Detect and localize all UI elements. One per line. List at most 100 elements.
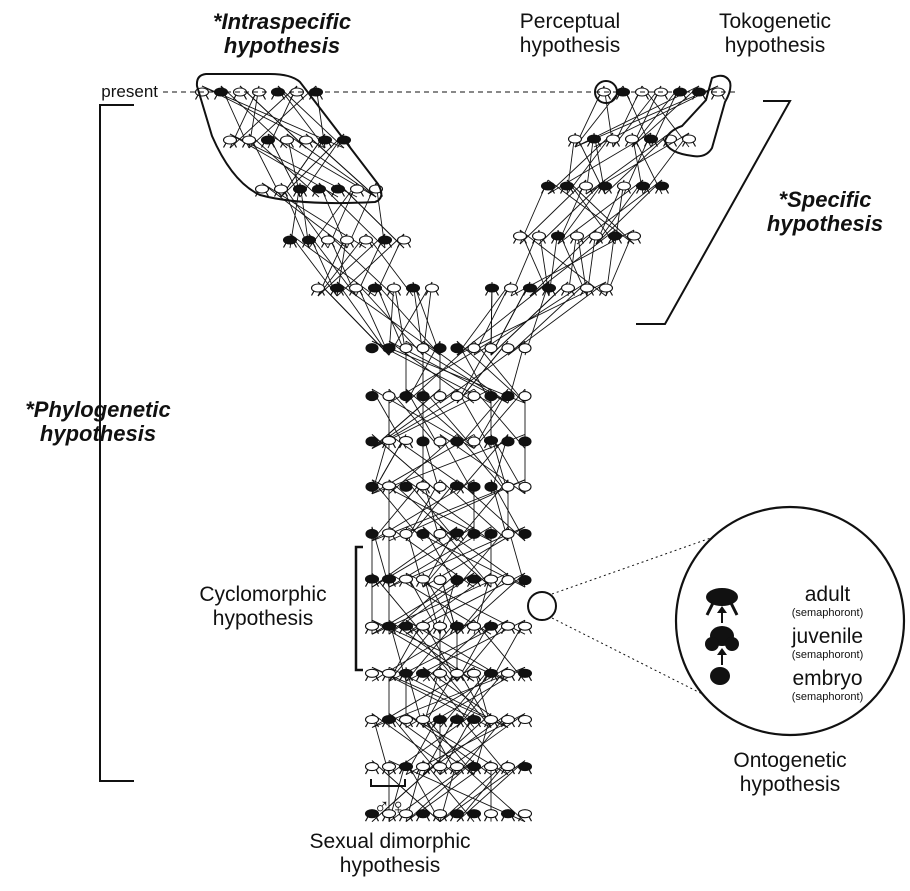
organism [417,344,429,353]
organism [552,232,565,244]
organism [281,136,294,148]
ancestry-lines [202,86,718,822]
organism [645,135,658,147]
organism [253,88,266,100]
organism [468,344,480,353]
organism [400,344,412,353]
organism [468,437,480,446]
organism [350,284,363,296]
present-label: present [78,80,158,104]
organism [388,284,401,296]
tokogenetic-label: Tokogenetic hypothesis [690,10,860,58]
organism [618,182,631,194]
organism [313,185,326,197]
organism [366,392,378,401]
organism [434,810,447,822]
perceptual-label: Perceptual hypothesis [490,10,650,58]
organism [514,232,527,244]
organism [451,810,464,822]
organism [234,88,247,100]
organism [502,437,514,446]
ancestry-line [457,282,606,355]
organism [400,529,412,538]
organism [502,344,514,353]
sex-symbols: ♂♀ [362,795,418,819]
organism [519,529,531,538]
organism [291,88,304,100]
organism [468,482,480,491]
organism [502,392,514,401]
organism [417,810,430,822]
organism [655,88,668,100]
specific-label: *Specific hypothesis [750,188,900,236]
organism [366,763,379,775]
phylogenetic-label: *Phylogenetic hypothesis [8,398,188,446]
organism [366,344,378,353]
organism [434,392,446,401]
cyclomorphic-bracket [356,547,363,670]
intraspecific-label: *Intraspecific hypothesis [192,10,372,58]
organism [468,810,481,822]
organism [485,392,497,401]
organism [434,482,446,491]
organism [417,529,429,538]
organism [502,622,515,634]
organism [366,529,378,538]
organism [426,284,439,296]
embryo-icon [710,667,730,685]
organism [224,136,237,148]
organism [360,236,373,248]
inset-embryo-label: embryo (semaphoront) [770,667,885,703]
organism [519,437,531,446]
organism [571,232,584,244]
organism [712,88,725,100]
organism [400,392,412,401]
organism [468,529,480,538]
organism [434,529,446,538]
organism [502,482,514,491]
organism [656,182,669,194]
organism [451,437,463,446]
organism [451,392,463,401]
organism [519,669,532,681]
organism [468,392,480,401]
organism [434,437,446,446]
organism [383,392,395,401]
organism [519,344,531,353]
organism [272,88,285,100]
organism [617,88,630,100]
organism [502,810,515,822]
organism [400,482,412,491]
organism [485,482,497,491]
organism [322,236,335,248]
organism [683,135,696,147]
organism [398,236,411,248]
organism [451,344,463,353]
organism [417,392,429,401]
organism [312,284,325,296]
organism [502,576,514,585]
inset-adult-label: adult (semaphoront) [770,583,885,619]
organism [519,763,532,775]
organism [451,576,463,585]
organism [262,136,275,148]
cyclomorphic-label: Cyclomorphic hypothesis [178,583,348,631]
sexual-dimorphic-label: Sexual dimorphic hypothesis [275,830,505,878]
organism [366,437,378,446]
organism [636,88,649,100]
organism [383,344,395,353]
organism [598,88,611,100]
organism [366,482,378,491]
ontogenetic-circle [528,592,556,620]
organism [341,236,354,248]
organism [485,529,497,538]
organism [502,529,514,538]
ontogenetic-label: Ontogenetic hypothesis [710,749,870,797]
organism [519,576,531,585]
organism [417,622,430,634]
organism [519,392,531,401]
organism [300,136,313,148]
organism [400,575,413,587]
organism [417,669,430,681]
